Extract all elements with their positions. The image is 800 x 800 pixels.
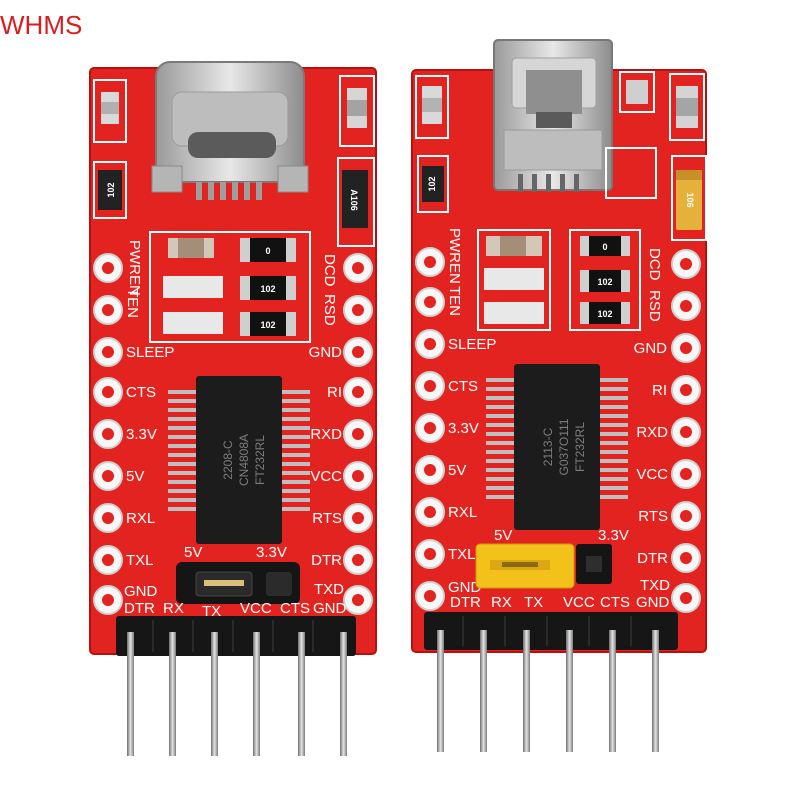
silk-vcc: VCC xyxy=(636,466,668,483)
resistor-label: 102 xyxy=(427,176,437,191)
silk-txl: TXL xyxy=(448,546,476,563)
header-label: VCC xyxy=(240,600,272,617)
usb-c-port xyxy=(151,61,309,200)
silk-vcc: VCC xyxy=(310,468,342,485)
chip-line: 2208-C xyxy=(221,440,235,480)
board-usb-c: 102 A106 0 102 102 xyxy=(89,61,377,756)
regulator-label: A106 xyxy=(349,189,359,211)
silk-pwren: PWREN xyxy=(126,240,143,296)
silk-5v: 5V xyxy=(448,462,466,479)
silk-ri: RI xyxy=(327,384,342,401)
voltage-jumper xyxy=(475,543,612,589)
silk-gnd: GND xyxy=(448,579,482,596)
resistor-label: 102 xyxy=(597,277,612,287)
silk-rsd: RSD xyxy=(646,290,663,322)
chip-line: FT232RL xyxy=(573,422,587,472)
silk-jumper-3v3: 3.3V xyxy=(256,544,287,561)
capacitor-label: 106 xyxy=(685,192,695,207)
resistor-label: 102 xyxy=(260,284,275,294)
header-label: GND xyxy=(313,600,347,617)
header-label: TX xyxy=(524,594,543,611)
silk-rts: RTS xyxy=(638,508,668,525)
header-label: DTR xyxy=(124,600,155,617)
silk-jumper-5v: 5V xyxy=(494,527,512,544)
header-label: GND xyxy=(636,594,670,611)
resistor-label: 102 xyxy=(260,320,275,330)
silk-gnd-right: GND xyxy=(309,344,343,361)
silk-jumper-5v: 5V xyxy=(184,544,202,561)
chip-line: G037O111 xyxy=(557,418,571,475)
header-label: VCC xyxy=(563,594,595,611)
pcb-right xyxy=(412,70,706,652)
header-label: TX xyxy=(202,603,221,620)
resistor-label: 102 xyxy=(106,182,116,197)
ft232rl-chip: 2113-C G037O111 FT232RL xyxy=(486,364,628,530)
chip-line: 2113-C xyxy=(541,427,555,466)
header-label: RX xyxy=(491,594,512,611)
silk-3v3: 3.3V xyxy=(448,420,479,437)
silk-txl: TXL xyxy=(126,552,154,569)
resistor-label: 0 xyxy=(265,246,270,256)
silk-dcd: DCD xyxy=(321,254,338,287)
watermark: WHMS xyxy=(0,10,83,40)
silk-3v3: 3.3V xyxy=(126,426,157,443)
silk-rxl: RXL xyxy=(126,510,155,527)
resistor-label: 102 xyxy=(597,309,612,319)
silk-rts: RTS xyxy=(312,510,342,527)
silk-dtr: DTR xyxy=(637,550,668,567)
silk-gnd-right: GND xyxy=(634,340,668,357)
header-label: RX xyxy=(163,600,184,617)
silk-txd: TXD xyxy=(314,581,344,598)
silk-rxl: RXL xyxy=(448,504,477,521)
header-label: CTS xyxy=(600,594,630,611)
tantalum-capacitor: 106 xyxy=(676,170,702,230)
silk-sleep: SLEEP xyxy=(448,336,496,353)
silk-rsd: RSD xyxy=(321,294,338,326)
silk-rxd: RXD xyxy=(636,424,668,441)
resistor-label: 0 xyxy=(602,242,607,252)
silk-ten: TEN xyxy=(446,286,463,316)
pin-header xyxy=(424,612,678,752)
silk-dtr: DTR xyxy=(311,552,342,569)
silk-5v: 5V xyxy=(126,468,144,485)
header-label: CTS xyxy=(280,600,310,617)
silk-jumper-3v3: 3.3V xyxy=(598,527,629,544)
header-label: DTR xyxy=(450,594,481,611)
mini-usb-port xyxy=(493,39,613,192)
silk-ten: TEN xyxy=(124,288,141,318)
chip-line: CN4808A xyxy=(237,434,251,486)
silk-ri: RI xyxy=(652,382,667,399)
silk-pwren: PWREN xyxy=(446,228,463,284)
pin-header xyxy=(116,616,356,756)
silk-dcd: DCD xyxy=(646,248,663,281)
board-mini-usb: 102 106 0 102 102 xyxy=(411,39,707,752)
silk-sleep: SLEEP xyxy=(126,344,174,361)
voltage-jumper xyxy=(176,562,300,604)
chip-line: FT232RL xyxy=(253,435,267,485)
silk-gnd: GND xyxy=(124,583,158,600)
silk-rxd: RXD xyxy=(310,426,342,443)
ft232rl-chip: 2208-C CN4808A FT232RL xyxy=(168,376,310,544)
silk-cts: CTS xyxy=(126,384,156,401)
silk-txd: TXD xyxy=(640,577,670,594)
silk-cts: CTS xyxy=(448,378,478,395)
